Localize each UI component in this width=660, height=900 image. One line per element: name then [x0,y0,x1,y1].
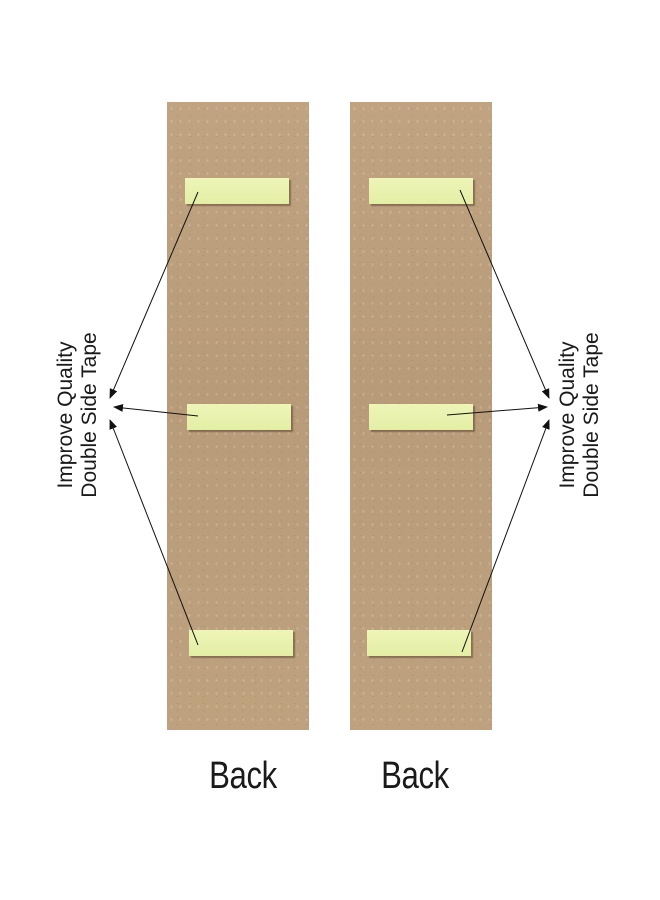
left-top-arrow [109,191,199,399]
right-top-tape [369,178,473,204]
left-bottom-tape [189,630,293,656]
right-top-arrow [459,189,550,399]
left-annotation-line1: Improve Quality [54,341,77,489]
right-middle-tape [369,404,473,430]
right-annotation-line2: Double Side Tape [580,332,603,498]
right-back-label: Back [381,755,449,797]
right-annotation-line1: Improve Quality [556,341,579,489]
left-back-label: Back [209,755,277,797]
left-middle-arrow [113,403,199,417]
left-bottom-arrow [109,419,199,646]
right-bottom-tape [367,630,471,656]
right-middle-arrow [446,403,548,416]
left-annotation-line2: Double Side Tape [78,332,101,498]
left-middle-tape [187,404,291,430]
right-bottom-arrow [461,419,550,653]
left-top-tape [185,178,289,204]
